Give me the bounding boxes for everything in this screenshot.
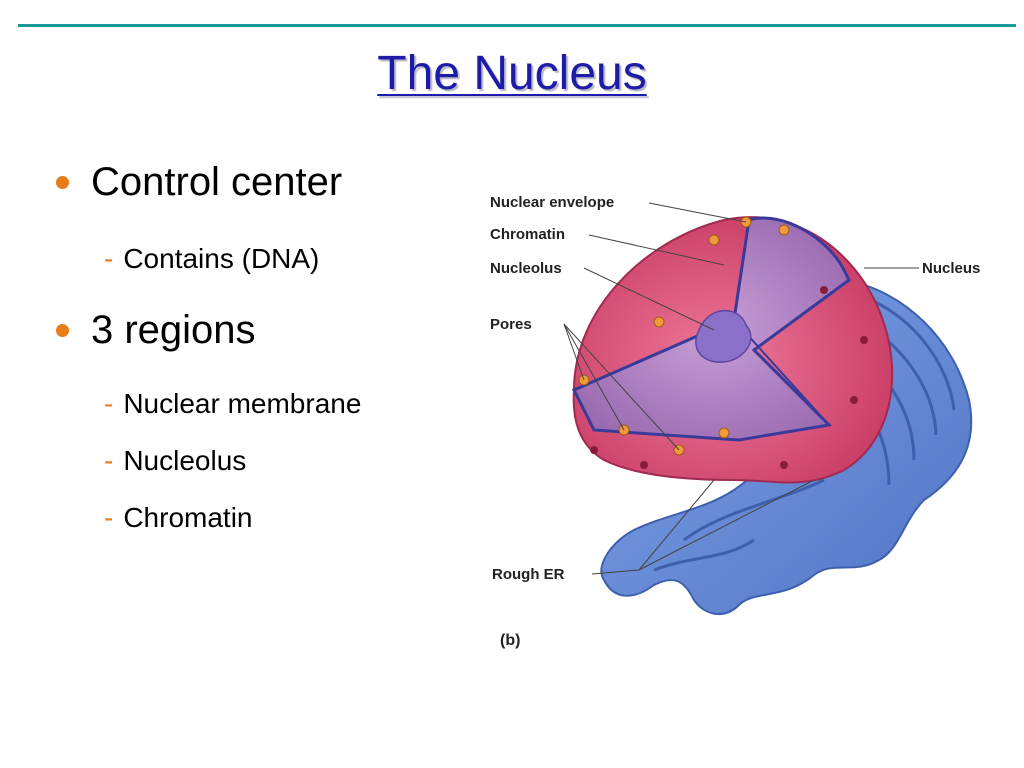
bullet-text: 3 regions [91, 308, 256, 352]
sub-bullet-text: Contains (DNA) [123, 243, 320, 274]
bullet-control-center: Control center [56, 160, 342, 205]
sub-bullet-contains-dna: - Contains (DNA) [104, 243, 319, 275]
label-nucleus: Nucleus [922, 260, 981, 277]
label-nucleolus: Nucleolus [490, 260, 562, 277]
sub-bullet-text: Chromatin [123, 502, 253, 533]
panel-letter: (b) [500, 632, 521, 649]
label-nuclear-envelope: Nuclear envelope [490, 194, 615, 211]
slide-title: The Nucleus [377, 47, 647, 100]
nucleus-diagram: Nuclear envelope Chromatin Nucleolus Por… [484, 180, 1014, 660]
bullet-dot-icon [56, 324, 69, 337]
dash-marker: - [104, 502, 114, 533]
label-chromatin: Chromatin [490, 226, 565, 243]
nucleolus-shape [695, 309, 752, 363]
nucleus-sphere [571, 216, 894, 484]
sub-bullet-chromatin: - Chromatin [104, 502, 253, 534]
dash-marker: - [104, 445, 114, 476]
leader-lines [563, 202, 919, 575]
label-rough-er: Rough ER [492, 566, 565, 583]
bullet-3-regions: 3 regions [56, 308, 256, 353]
bullet-dot-icon [56, 176, 69, 189]
label-pores: Pores [490, 316, 532, 333]
dash-marker: - [104, 388, 114, 419]
dash-marker: - [104, 243, 114, 274]
sub-bullet-nucleolus: - Nucleolus [104, 445, 246, 477]
sub-bullet-text: Nuclear membrane [123, 388, 362, 419]
sub-bullet-text: Nucleolus [123, 445, 247, 476]
top-accent-rule [18, 24, 1016, 27]
bullet-text: Control center [91, 160, 343, 204]
sub-bullet-nuclear-membrane: - Nuclear membrane [104, 388, 361, 420]
nucleus-illustration [563, 202, 973, 615]
